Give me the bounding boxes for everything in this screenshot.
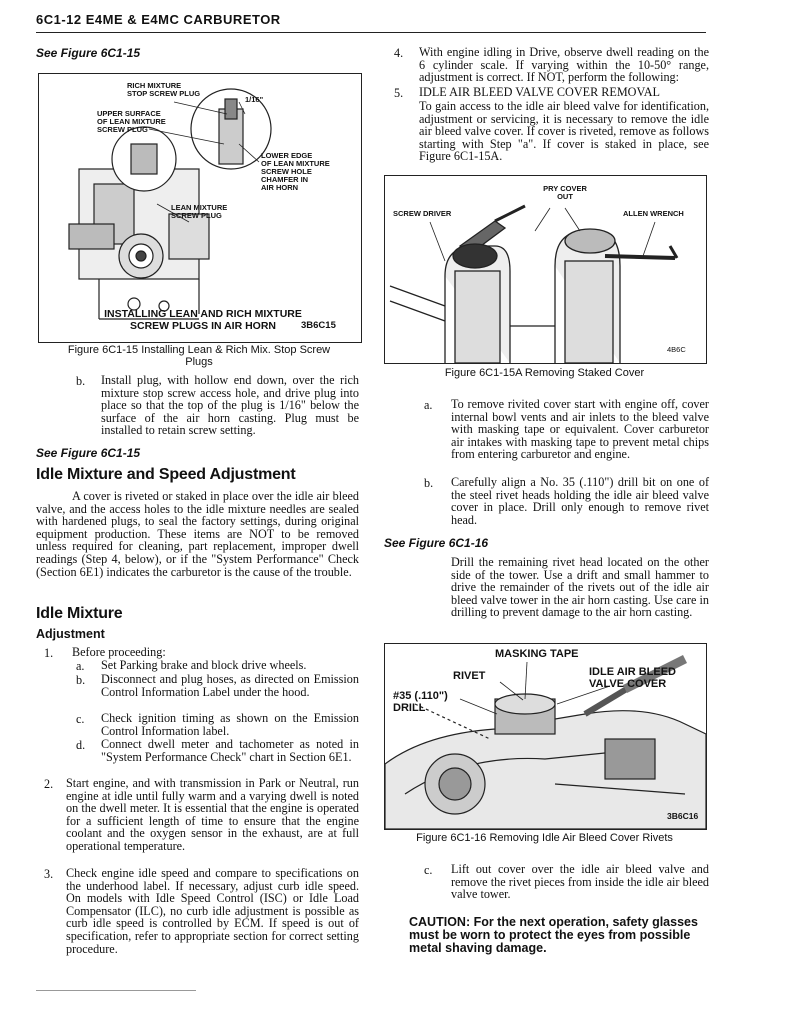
- list-item: With engine idling in Drive, observe dwe…: [419, 45, 709, 85]
- list-item: Check ignition timing as shown on the Em…: [101, 711, 359, 738]
- list-item-title: IDLE AIR BLEED VALVE COVER REMOVAL: [419, 85, 660, 99]
- list-item: Lift out cover over the idle air bleed v…: [451, 862, 709, 902]
- staked-cover-illustration: [389, 204, 679, 363]
- pry-cover-label: PRY COVER OUT: [543, 184, 587, 201]
- rich-mixture-label: RICH MIXTURE STOP SCREW PLUG: [127, 81, 201, 98]
- sixteenth-label: 1/16": [245, 95, 264, 104]
- figure-code: 4B6C: [667, 345, 686, 354]
- figure-code: 3B6C15: [301, 320, 336, 331]
- item-marker: c.: [76, 712, 85, 726]
- list-item: To remove rivited cover start with engin…: [451, 397, 709, 462]
- item-marker: a.: [424, 398, 433, 412]
- figure-caption: Figure 6C1-15A Removing Staked Cover: [444, 367, 645, 379]
- item-marker: d.: [76, 738, 86, 752]
- lower-edge-label: LOWER EDGE OF LEAN MIXTURE SCREW HOLE CH…: [261, 151, 330, 192]
- see-figure-ref: See Figure 6C1-15: [36, 446, 141, 460]
- figure-caption: Figure 6C1-16 Removing Idle Air Bleed Co…: [416, 832, 673, 844]
- see-figure-ref: See Figure 6C1-16: [384, 536, 489, 550]
- list-item: Before proceeding:: [72, 645, 166, 659]
- rivet-removal-illustration: [385, 654, 706, 829]
- list-item: Carefully align a No. 35 (.110") drill b…: [451, 475, 709, 527]
- item-marker: 4.: [394, 46, 404, 60]
- list-item: Start engine, and with transmission in P…: [66, 776, 359, 853]
- carburetor-illustration: [68, 88, 272, 320]
- list-item: Connect dwell meter and tachometer as no…: [101, 737, 359, 764]
- lean-mixture-label: LEAN MIXTURE SCREW PLUG: [171, 203, 228, 220]
- item-marker: 2.: [44, 777, 54, 791]
- item-marker: 5.: [394, 86, 404, 100]
- list-item: To gain access to the idle air bleed val…: [419, 99, 709, 164]
- figure-code: 3B6C16: [667, 811, 699, 821]
- item-marker: 3.: [44, 867, 54, 881]
- subheading: Adjustment: [36, 627, 105, 641]
- screwdriver-label: SCREW DRIVER: [393, 209, 452, 218]
- rivet-label: RIVET: [453, 670, 486, 682]
- page-header: 6C1-12 E4ME & E4MC CARBURETOR: [36, 12, 706, 33]
- upper-surface-label: UPPER SURFACE OF LEAN MIXTURE SCREW PLUG: [97, 109, 166, 134]
- item-marker: b.: [76, 673, 86, 687]
- figure-title: INSTALLING LEAN AND RICH MIXTURE SCREW P…: [104, 308, 302, 332]
- figure-6c1-15a: PRY COVER OUT SCREW DRIVER ALLEN WRENCH …: [384, 175, 707, 364]
- list-item: Check engine idle speed and compare to s…: [66, 866, 359, 956]
- see-figure-ref: See Figure 6C1-15: [36, 46, 141, 60]
- paragraph: Drill the remaining rivet head located o…: [451, 555, 709, 620]
- section-heading: Idle Mixture and Speed Adjustment: [36, 466, 296, 483]
- item-marker: a.: [76, 659, 85, 673]
- item-marker: 1.: [44, 646, 54, 660]
- item-marker: b.: [424, 476, 434, 490]
- list-item: Disconnect and plug hoses, as directed o…: [101, 672, 359, 699]
- paragraph: A cover is riveted or staked in place ov…: [36, 489, 359, 579]
- footer-rule: [36, 990, 196, 991]
- idle-air-bleed-label: IDLE AIR BLEED VALVE COVER: [589, 666, 676, 690]
- drill-label: #35 (.110") DRILL: [393, 690, 448, 714]
- list-item: Install plug, with hollow end down, over…: [101, 373, 359, 438]
- figure-6c1-15: RICH MIXTURE STOP SCREW PLUG 1/16" UPPER…: [38, 73, 362, 343]
- section-heading: Idle Mixture: [36, 605, 123, 622]
- item-marker: c.: [424, 863, 433, 877]
- masking-tape-label: MASKING TAPE: [495, 648, 579, 660]
- item-marker: b.: [76, 374, 86, 388]
- figure-6c1-16: MASKING TAPE RIVET IDLE AIR BLEED VALVE …: [384, 643, 707, 830]
- list-item: Set Parking brake and block drive wheels…: [101, 658, 307, 672]
- allen-wrench-label: ALLEN WRENCH: [623, 209, 684, 218]
- figure-caption: Figure 6C1-15 Installing Lean & Rich Mix…: [67, 344, 331, 368]
- caution-note: CAUTION: For the next operation, safety …: [409, 915, 698, 955]
